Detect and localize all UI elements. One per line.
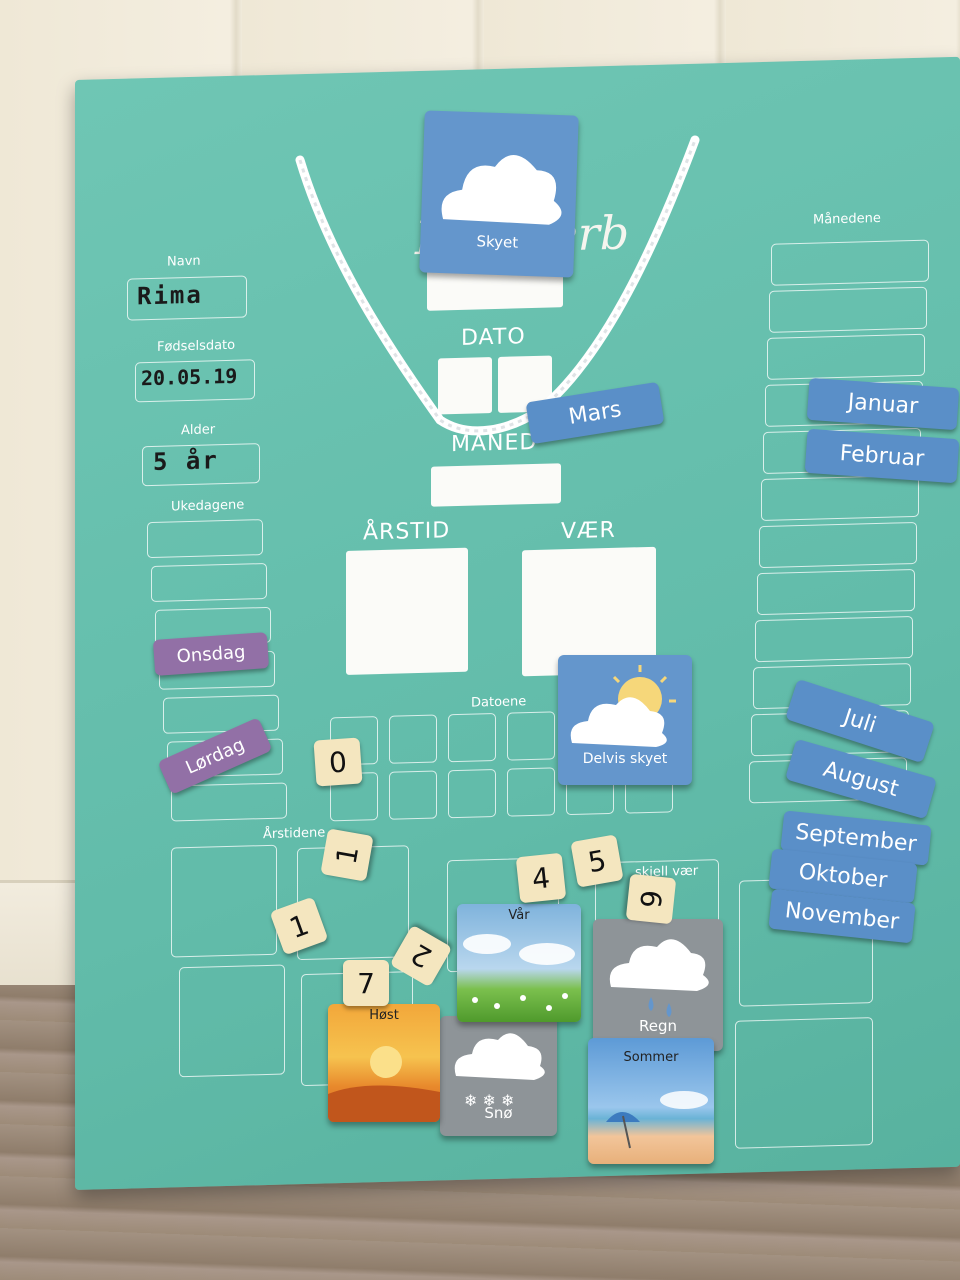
cloud-icon [441,155,562,225]
rain-cloud-icon [609,939,709,1017]
number-tile[interactable]: 4 [515,852,567,904]
spring-scene [463,934,575,1011]
weather-card-regn[interactable]: Regn [593,919,723,1051]
season-card-sommer[interactable]: Sommer [588,1038,714,1164]
number-tile[interactable]: 6 [625,873,677,925]
number-tile[interactable]: 5 [570,834,624,888]
weather-card-delvis-skyet[interactable]: Delvis skyet [558,655,692,785]
snow-cloud-icon: ❄ ❄ ❄ [454,1033,545,1110]
number-tile[interactable]: 0 [313,737,363,787]
weather-card-skyet[interactable]: Skyet [419,110,579,278]
number-tile[interactable]: 7 [343,960,389,1006]
svg-text:❄ ❄ ❄: ❄ ❄ ❄ [464,1091,514,1110]
summer-beach-scene [606,1091,708,1149]
number-tile[interactable]: 1 [320,828,374,882]
weather-card-sno[interactable]: ❄ ❄ ❄ Snø [440,1016,557,1136]
season-card-host[interactable]: Høst [328,1004,440,1122]
season-card-var[interactable]: Vår [457,904,581,1022]
autumn-scene [328,1046,440,1122]
sun-cloud-icon [570,665,676,747]
